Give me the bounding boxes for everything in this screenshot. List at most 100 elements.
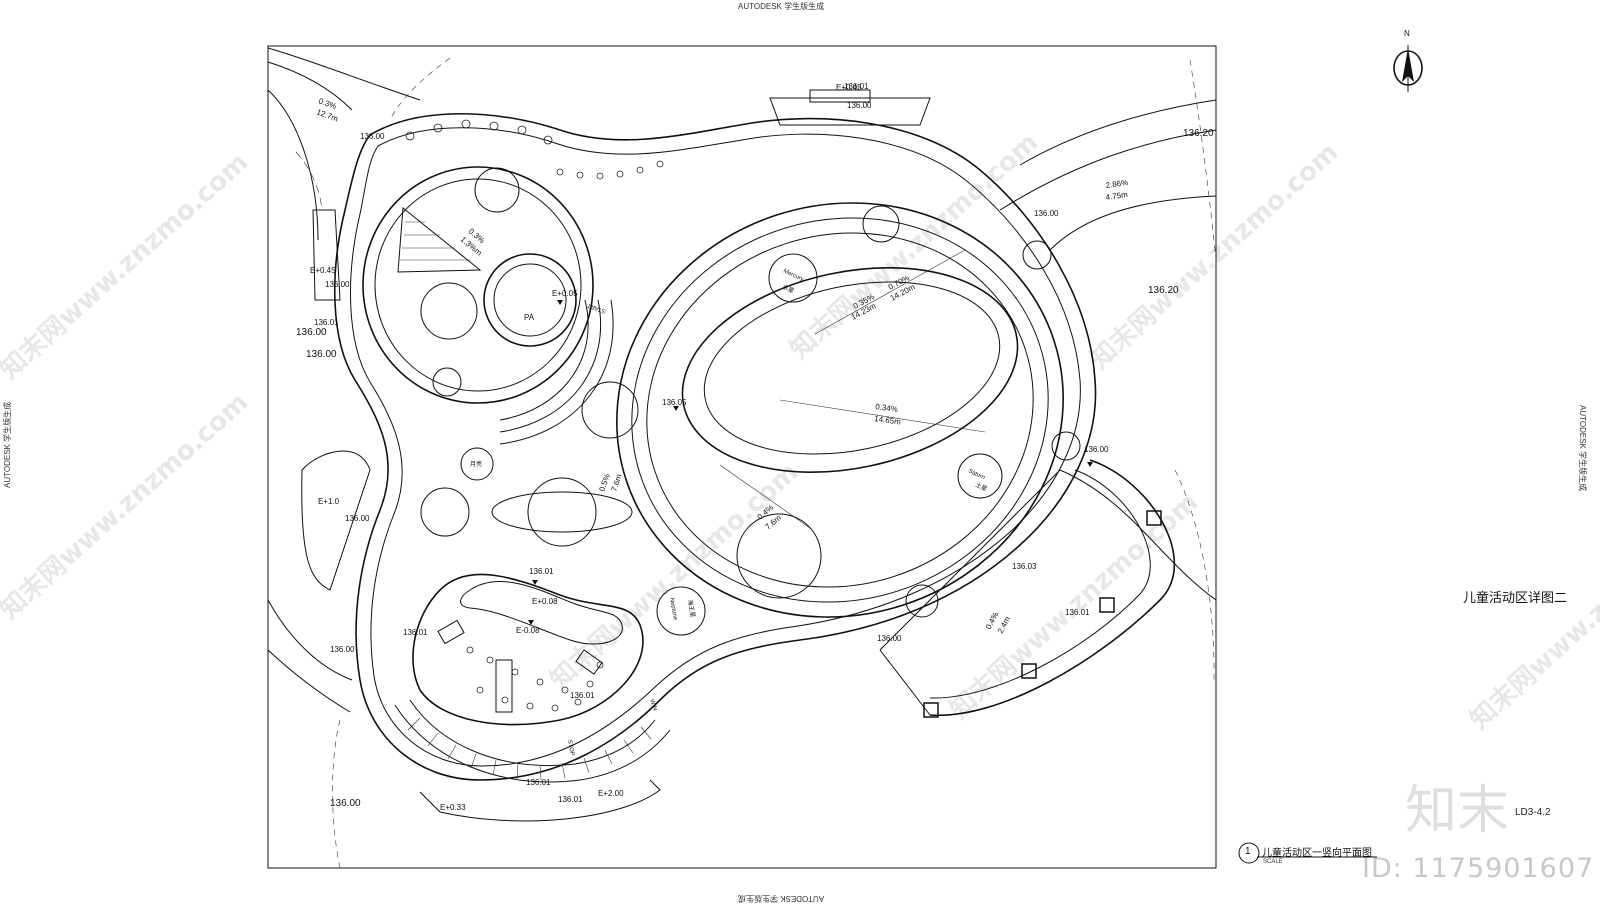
road-centerline <box>295 151 323 211</box>
watermark-text: 知末网www.znzmo.com <box>1465 497 1600 735</box>
ladder-rungs <box>400 221 470 261</box>
level-label: 136.01 <box>1065 608 1090 617</box>
sun-face-element <box>474 167 520 213</box>
level-label: 136.01 <box>403 628 428 637</box>
road-edge <box>1049 195 1217 251</box>
track-mid <box>631 217 1049 603</box>
elevation-label: E+0.08 <box>532 597 558 606</box>
slope-label: 2.86% <box>1105 178 1129 190</box>
elevation-label: E+0.05 <box>552 289 578 298</box>
pa-pad-inner <box>493 263 567 337</box>
planet-circle <box>581 381 639 439</box>
elevation-label: E+0.33 <box>440 803 466 812</box>
slope-label: 12.7m <box>315 107 339 123</box>
kidney-play-zone <box>412 573 644 726</box>
level-label: 136.00 <box>325 280 350 289</box>
north-arrow-icon: N <box>1393 29 1423 92</box>
road-edge <box>999 129 1217 211</box>
elevation-label: E+1.0 <box>318 497 340 506</box>
planet-circle <box>420 487 470 537</box>
step-band-inner <box>409 699 656 766</box>
level-label: 136.01 <box>314 318 339 327</box>
dome-element <box>420 282 478 340</box>
arc-deck-edge <box>879 469 1061 716</box>
level-label: 136.00 <box>306 349 337 360</box>
watermark-text: 知末网www.znzmo.com <box>1085 137 1345 375</box>
level-label: 136.20 <box>1148 285 1179 296</box>
road-edge <box>267 599 353 681</box>
ring-rib <box>499 299 614 445</box>
bollard-circle <box>432 367 462 397</box>
neptune-planet <box>656 586 706 636</box>
neptune-label: Neptune <box>668 597 678 621</box>
mercury-planet <box>768 253 818 303</box>
level-label: 136.01 <box>529 567 554 576</box>
level-label: 136.00 <box>877 634 902 643</box>
dot-row <box>405 119 553 145</box>
level-label: 136.05 <box>662 398 687 407</box>
road-edge <box>1059 469 1217 601</box>
elevation-label: E+0.45 <box>310 266 336 275</box>
level-label: 136.01 <box>526 778 551 787</box>
tube-element <box>575 649 603 675</box>
central-lawn-outer <box>681 267 1019 473</box>
arc-deck-outer <box>929 459 1176 717</box>
left-play-ring-outer <box>362 166 594 404</box>
pa-label: PA <box>524 313 535 322</box>
sheet-number: LD3-4.2 <box>1515 807 1551 818</box>
stop-tag: STOP <box>566 739 575 756</box>
watermark-layer: 知末网www.znzmo.com 知末网www.znzmo.com 知末网www… <box>0 127 1600 735</box>
slope-label: 0.34% <box>875 402 899 414</box>
ladder-ramp <box>397 207 482 273</box>
dashed-boundary <box>332 719 341 869</box>
tube-element <box>495 659 513 713</box>
planet-circle <box>862 205 900 243</box>
road-edge <box>267 61 353 111</box>
play-area-outline <box>333 113 1097 781</box>
track-inner <box>646 232 1034 588</box>
side-bench <box>301 450 371 591</box>
slope-label: 4.75m <box>1105 190 1129 202</box>
caption-scale: SCALE <box>1263 859 1283 865</box>
saturn-ring-element <box>491 491 633 533</box>
deck-post <box>923 510 1162 718</box>
watermark-text: 知末网www.znzmo.com <box>0 147 254 385</box>
level-label: 136.03 <box>1012 562 1037 571</box>
watermark-logo: 知末 <box>1405 781 1510 841</box>
elevation-label: E+0.45 <box>836 83 862 92</box>
dashed-boundary <box>1189 59 1217 261</box>
level-label: 136.00 <box>345 514 370 523</box>
dot-row <box>556 160 664 180</box>
road-edge <box>1019 99 1217 166</box>
north-label: N <box>1404 29 1410 38</box>
level-label: 136.00 <box>296 327 327 338</box>
autodesk-stamp-top: AUTODESK 学生版生成 <box>738 2 825 11</box>
earth-planet <box>905 584 939 618</box>
win-tag: WIN <box>648 699 658 712</box>
ring-rib <box>499 299 602 433</box>
drawing-title-right: 儿童活动区详图二 <box>1463 590 1568 605</box>
step-lines <box>407 717 652 781</box>
saturn-cn-label: 土星 <box>974 481 988 493</box>
neptune-cn-label: 海王星 <box>686 599 697 618</box>
road-edge <box>267 89 319 241</box>
track-outer <box>616 202 1064 618</box>
level-label: 136.00 <box>1084 445 1109 454</box>
level-label: 136.01 <box>570 691 595 700</box>
bench-pod <box>769 97 931 126</box>
planet-circle <box>1022 240 1052 270</box>
road-edge <box>267 649 351 713</box>
level-label: 136.00 <box>360 132 385 141</box>
moon-planet <box>460 447 494 481</box>
level-label: 136.20 <box>1183 128 1214 139</box>
climbing-holds <box>466 646 604 712</box>
arc-deck-inner <box>929 469 1151 699</box>
saturn-planet <box>957 453 1003 499</box>
elevation-label: E+2.00 <box>598 789 624 798</box>
caption-title: 儿童活动区一竖向平面图 <box>1262 848 1372 859</box>
elevation-label: E-0.08 <box>516 626 540 635</box>
level-label: 136.00 <box>1034 209 1059 218</box>
level-label: 136.00 <box>847 101 872 110</box>
